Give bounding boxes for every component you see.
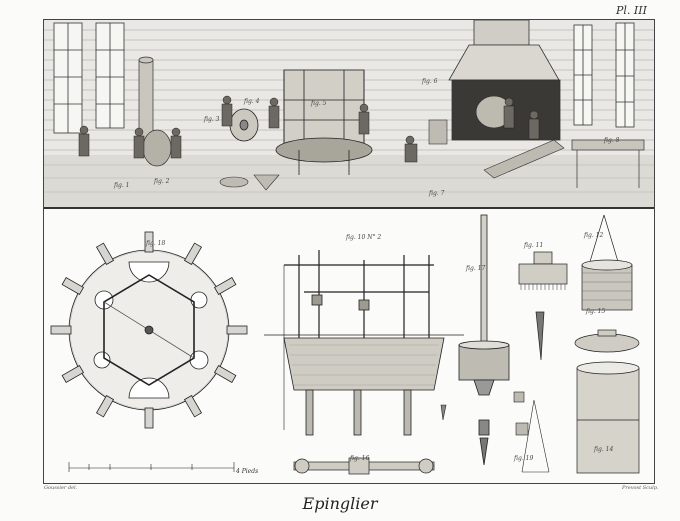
fig-label-upper-5: fig. 5 <box>311 100 327 107</box>
comb-tool <box>518 251 568 361</box>
fig-label-comb: fig. 11 <box>524 242 544 249</box>
fig-label-upper-8: fig. 8 <box>604 137 620 144</box>
post-with-cylinder <box>458 214 510 466</box>
fig-label-link: fig. 16 <box>350 455 370 462</box>
barrel <box>576 361 640 474</box>
fig-label-barrel: fig. 14 <box>594 446 614 453</box>
hanging-basket <box>581 214 633 311</box>
fig-label-wheel: fig. 15 <box>586 308 606 315</box>
technical-illustration <box>50 214 640 475</box>
plate-number: Pl. III <box>616 4 647 17</box>
fig-label-upper-4: fig. 4 <box>244 98 260 105</box>
fig-label-upper-3: fig. 3 <box>204 116 220 123</box>
vat-machine <box>264 250 464 436</box>
plate-title: Epinglier <box>302 494 378 513</box>
fig-label-small: fig. 19 <box>514 455 534 462</box>
engraver-left: Goussier del. <box>44 485 78 491</box>
window-left-1 <box>53 22 83 134</box>
scale-caption: 4 Pieds <box>236 468 259 475</box>
scale-bar <box>68 462 235 472</box>
technical-figures: fig. 18 fig. 10 N° 2 fig. 17 fig. 11 fig… <box>44 210 654 483</box>
fig-label-upper-2: fig. 2 <box>154 178 170 185</box>
workshop-scene: fig. 1 fig. 2 fig. 3 fig. 4 fig. 5 fig. … <box>44 20 654 209</box>
circular-plan <box>50 231 248 429</box>
workshop-illustration <box>44 20 654 207</box>
link-bar <box>293 457 435 475</box>
fig-label-upper-7: fig. 7 <box>429 190 445 197</box>
lid <box>574 329 640 353</box>
engraver-right: Prevost Sculp. <box>622 485 659 491</box>
fig-label-machine: fig. 10 N° 2 <box>346 234 382 241</box>
fig-label-post: fig. 17 <box>466 265 486 272</box>
small-tools <box>440 391 550 473</box>
fig-label-upper-1: fig. 1 <box>114 182 130 189</box>
plate-frame <box>43 19 655 484</box>
fig-label-plan: fig. 18 <box>146 240 166 247</box>
fig-label-upper-6: fig. 6 <box>422 78 438 85</box>
fig-label-basket: fig. 12 <box>584 232 604 239</box>
